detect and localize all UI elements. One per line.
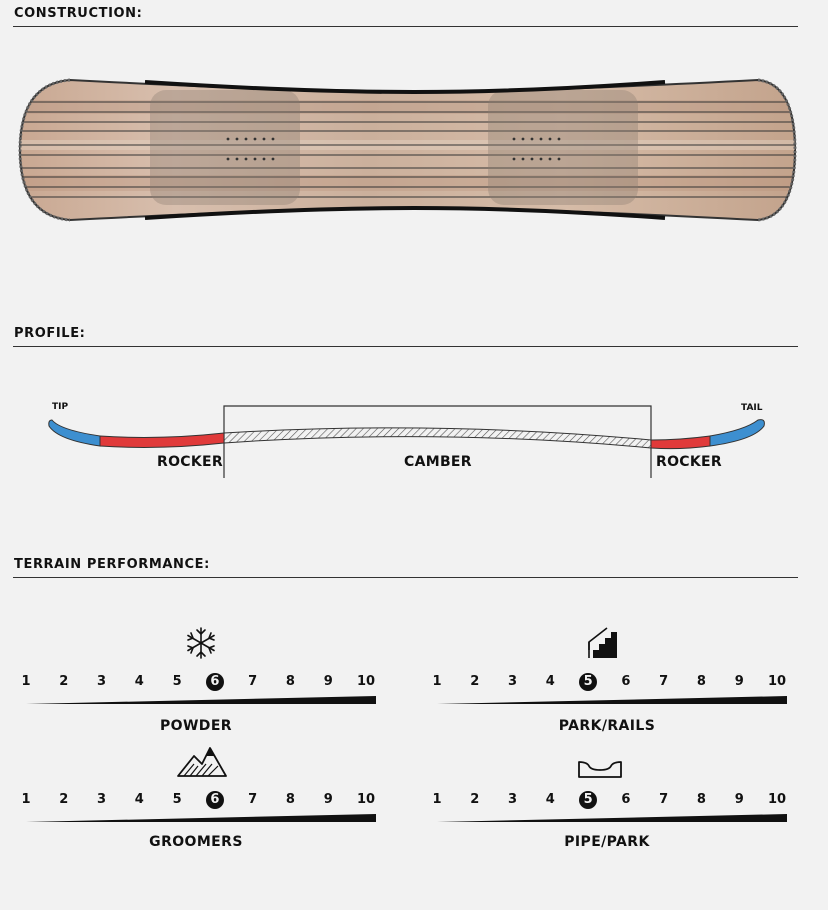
snowboard-construction-illustration <box>18 78 797 222</box>
scale-number-3: 3 <box>97 674 107 689</box>
scale-number-9: 9 <box>323 674 333 689</box>
scale-number-10: 10 <box>767 674 787 689</box>
rocker-right-label: ROCKER <box>656 454 722 470</box>
rocker-right-section <box>650 435 711 450</box>
tip-label: TIP <box>52 402 69 412</box>
scale-number-3: 3 <box>508 792 518 807</box>
scale-number-5: 5 <box>579 791 598 809</box>
scale-number-4: 4 <box>545 792 555 807</box>
scale-wedge <box>26 814 376 822</box>
terrain-name: POWDER <box>160 718 232 734</box>
binding-zone-front <box>150 90 300 205</box>
scale-number-1: 1 <box>21 674 31 689</box>
scale-number-7: 7 <box>248 792 258 807</box>
rating-groomers: 1 2 3 4 5 6 7 8 9 10 GROOMERS <box>16 747 376 910</box>
scale-number-2: 2 <box>470 674 480 689</box>
rocker-left-section <box>99 432 225 448</box>
scale-number-5: 5 <box>579 673 598 691</box>
scale-number-9: 9 <box>734 792 744 807</box>
scale-wedge <box>26 696 376 704</box>
scale-numbers: 1 2 3 4 5 6 7 8 9 10 <box>427 790 787 810</box>
scale-number-2: 2 <box>470 792 480 807</box>
scale-number-6: 6 <box>621 674 631 689</box>
insert-holes <box>226 137 561 161</box>
scale-number-6: 6 <box>621 792 631 807</box>
scale-number-10: 10 <box>767 792 787 807</box>
tip-section <box>48 419 101 447</box>
profile-heading: PROFILE: <box>14 326 86 341</box>
scale-number-1: 1 <box>21 792 31 807</box>
rating-pipe-park: 1 2 3 4 5 6 7 8 9 10 PIPE/PARK <box>427 761 787 910</box>
snowflake-icon <box>187 627 215 659</box>
tail-label: TAIL <box>741 403 763 413</box>
scale-number-5: 5 <box>172 792 182 807</box>
camber-label: CAMBER <box>404 454 472 470</box>
scale-numbers: 1 2 3 4 5 6 7 8 9 10 <box>16 672 376 692</box>
binding-zone-rear <box>488 90 638 205</box>
scale-wedge <box>437 814 787 822</box>
scale-number-1: 1 <box>432 674 442 689</box>
rating-powder: 1 2 3 4 5 6 7 8 9 10 POWDER <box>16 627 376 792</box>
scale-numbers: 1 2 3 4 5 6 7 8 9 10 <box>427 672 787 692</box>
terrain-heading: TERRAIN PERFORMANCE: <box>14 557 210 572</box>
scale-number-4: 4 <box>134 792 144 807</box>
scale-numbers: 1 2 3 4 5 6 7 8 9 10 <box>16 790 376 810</box>
board-profile-diagram <box>48 405 765 478</box>
construction-heading: CONSTRUCTION: <box>14 6 143 21</box>
board-body <box>18 78 797 222</box>
scale-number-4: 4 <box>545 674 555 689</box>
scale-number-9: 9 <box>323 792 333 807</box>
rating-park-rails: 1 2 3 4 5 6 7 8 9 10 PARK/RAILS <box>427 627 787 792</box>
scale-number-7: 7 <box>659 792 669 807</box>
scale-number-7: 7 <box>248 674 258 689</box>
scale-number-9: 9 <box>734 674 744 689</box>
scale-number-10: 10 <box>356 792 376 807</box>
stairs-rail-icon <box>588 627 617 658</box>
scale-number-6: 6 <box>205 673 224 691</box>
scale-wedge <box>437 696 787 704</box>
carbon-stringers <box>20 101 795 198</box>
scale-number-3: 3 <box>97 792 107 807</box>
mountains-icon <box>177 747 227 777</box>
tail-section <box>709 419 765 447</box>
profile-divider <box>13 346 798 347</box>
scale-number-2: 2 <box>59 674 69 689</box>
scale-number-7: 7 <box>659 674 669 689</box>
terrain-name: PIPE/PARK <box>564 834 650 850</box>
scale-number-8: 8 <box>696 674 706 689</box>
terrain-divider <box>13 577 798 578</box>
scale-number-8: 8 <box>696 792 706 807</box>
camber-section <box>223 427 652 449</box>
terrain-name: PARK/RAILS <box>558 718 656 734</box>
construction-divider <box>13 26 798 27</box>
terrain-name: GROOMERS <box>149 834 243 850</box>
scale-number-3: 3 <box>508 674 518 689</box>
scale-number-5: 5 <box>172 674 182 689</box>
halfpipe-icon <box>578 761 622 778</box>
scale-number-10: 10 <box>356 674 376 689</box>
scale-number-6: 6 <box>205 791 224 809</box>
scale-number-8: 8 <box>285 674 295 689</box>
scale-number-1: 1 <box>432 792 442 807</box>
scale-number-8: 8 <box>285 792 295 807</box>
scale-number-2: 2 <box>59 792 69 807</box>
scale-number-4: 4 <box>134 674 144 689</box>
rocker-left-label: ROCKER <box>157 454 223 470</box>
